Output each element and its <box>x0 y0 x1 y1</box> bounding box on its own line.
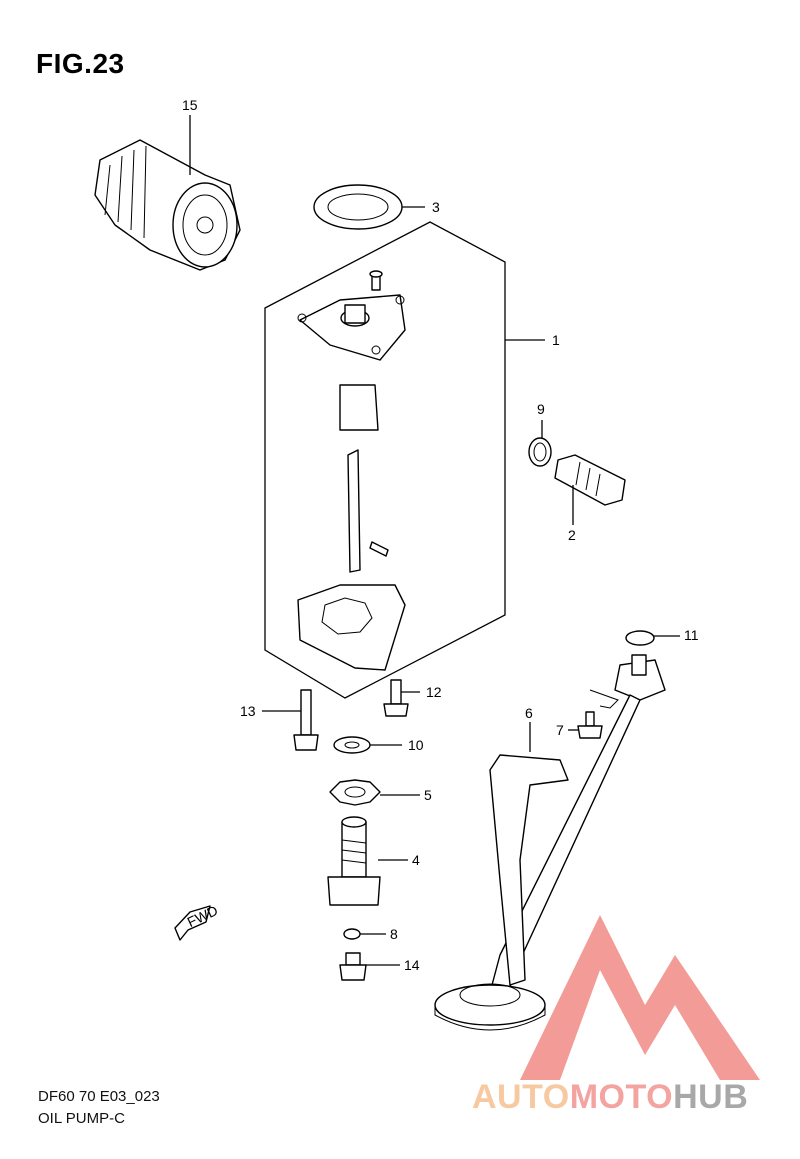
watermark-logo <box>520 915 760 1080</box>
callout-12: 12 <box>426 684 442 700</box>
callout-11: 11 <box>684 627 699 643</box>
washer-8 <box>343 928 386 940</box>
oil-strainer-6 <box>434 654 666 1031</box>
callout-6: 6 <box>525 705 533 721</box>
callout-4: 4 <box>412 852 420 868</box>
lock-washer-5 <box>329 779 420 806</box>
section-name: OIL PUMP-C <box>38 1110 125 1127</box>
o-ring-3 <box>313 184 425 230</box>
callout-10: 10 <box>408 737 424 753</box>
fwd-direction-marker: FWD <box>174 902 221 941</box>
stud-bolt-4 <box>327 816 408 906</box>
o-ring-11 <box>625 630 680 646</box>
washer-10 <box>333 736 402 754</box>
callout-9: 9 <box>537 401 545 417</box>
oil-filter-15 <box>94 115 241 271</box>
watermark-moto: MOTO <box>569 1078 674 1116</box>
figure-title: FIG.23 <box>36 48 125 79</box>
callout-3: 3 <box>432 199 440 215</box>
watermark-hub: HUB <box>673 1078 749 1116</box>
bolt-12 <box>383 679 420 717</box>
callout-15: 15 <box>182 97 198 113</box>
callout-2: 2 <box>568 527 576 543</box>
callout-13: 13 <box>240 703 256 719</box>
model-code: DF60 70 E03_023 <box>38 1088 160 1105</box>
fwd-label: FWD <box>185 902 221 930</box>
oil-pump-assembly-1 <box>264 221 545 699</box>
callout-5: 5 <box>424 787 432 803</box>
bolt-7 <box>568 689 619 739</box>
relief-valve-2 <box>554 454 626 525</box>
callout-8: 8 <box>390 926 398 942</box>
watermark-auto: AUTO <box>472 1078 570 1116</box>
callout-7: 7 <box>556 722 564 738</box>
callout-1: 1 <box>552 332 560 348</box>
plug-14 <box>339 952 400 981</box>
bolt-13 <box>262 689 319 751</box>
watermark-text: AUTOMOTOHUB <box>472 1078 748 1117</box>
ring-9 <box>528 420 552 467</box>
callout-14: 14 <box>404 957 420 973</box>
